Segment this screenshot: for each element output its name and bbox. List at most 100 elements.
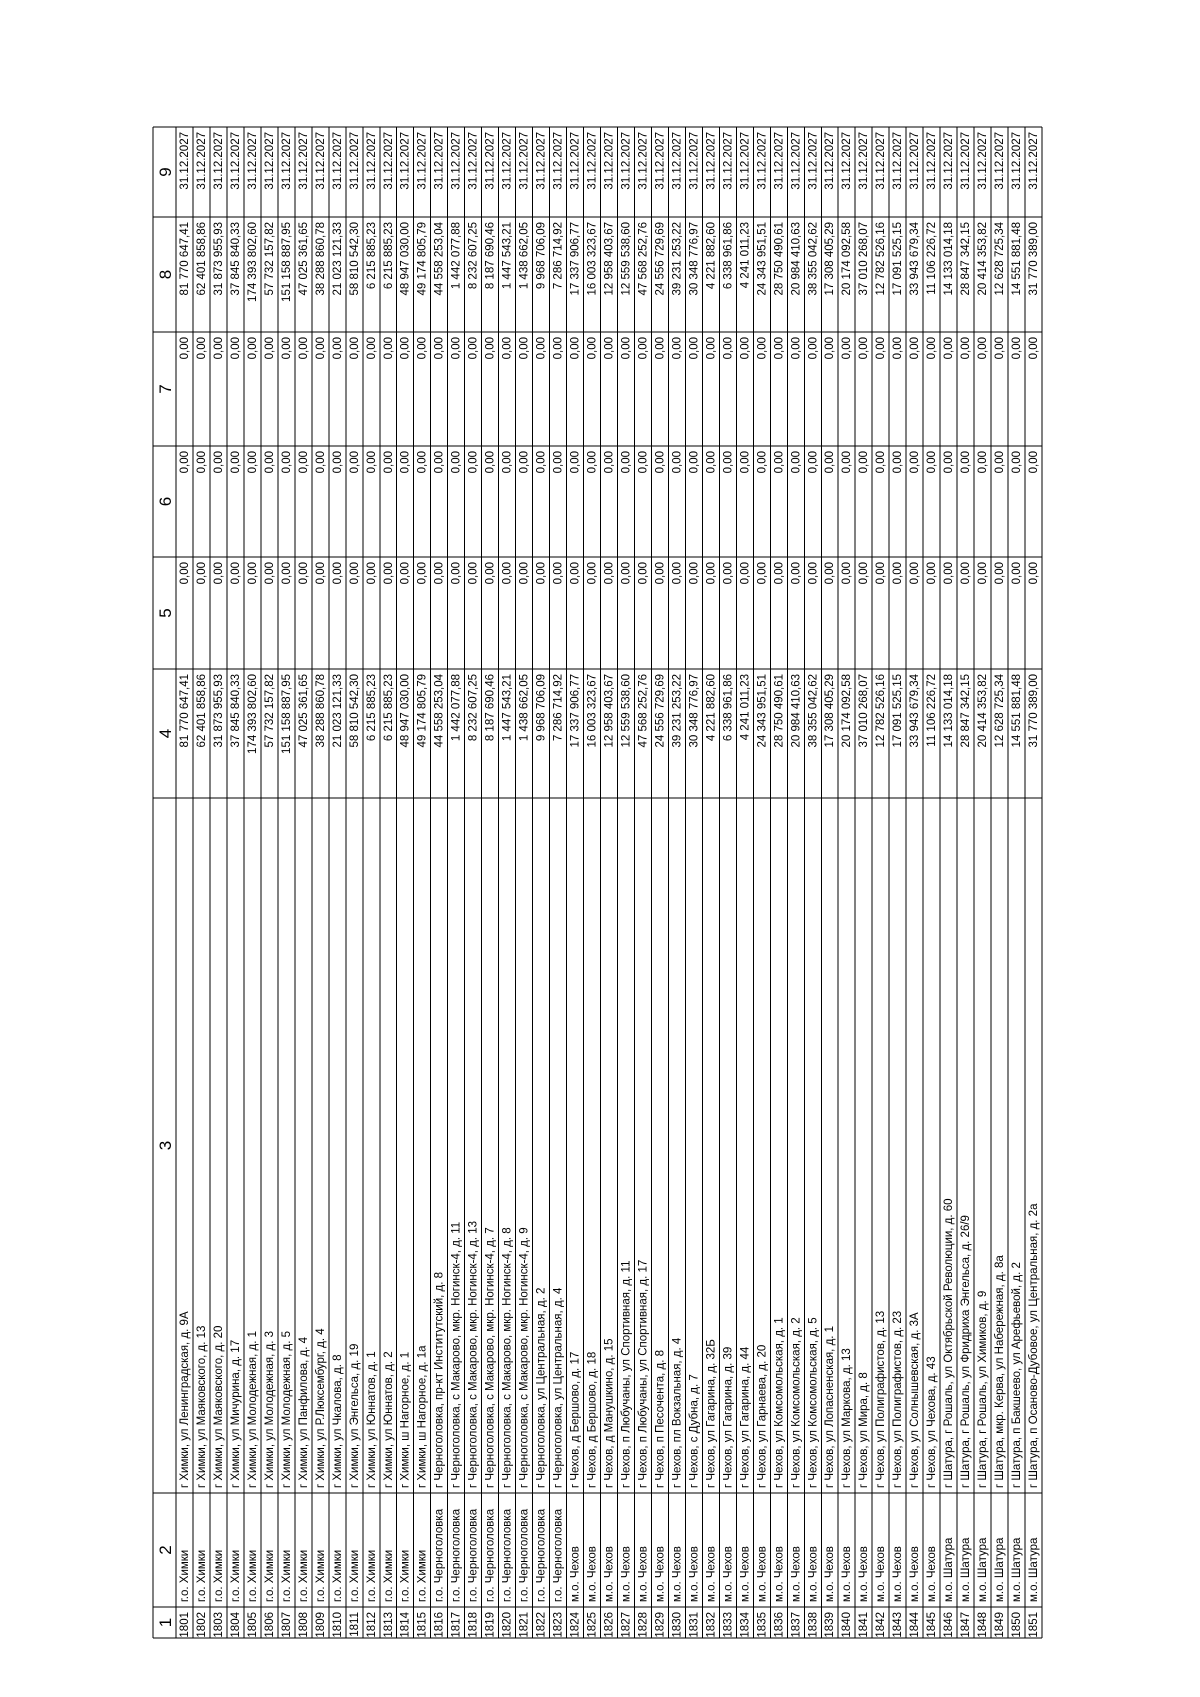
table-cell: г Химки, ул Маяковского, д. 13 (196, 1326, 208, 1488)
table-cell: г Черноголовка, с Макарово, мкр. Ногинск… (502, 1227, 514, 1488)
table-cell: 174 393 802,60 (247, 674, 259, 754)
table-cell: г.о. Химки (247, 1550, 259, 1602)
table-cell: 0,00 (400, 562, 412, 584)
table-cell: 11 106 226,72 (926, 222, 938, 295)
table-cell: 31.12.2027 (926, 132, 938, 190)
table-cell: 38 355 042,62 (807, 222, 819, 296)
table-cell: г Черноголовка, ул Центральная, д. 2 (536, 1288, 548, 1488)
table-cell: 0,00 (502, 562, 514, 584)
table-cell: 0,00 (519, 562, 531, 584)
table-cell: 0,00 (637, 451, 649, 473)
table-cell: 31.12.2027 (536, 132, 548, 190)
table-cell: 1 438 662,05 (519, 222, 531, 289)
table-cell: 31.12.2027 (179, 132, 191, 190)
table-cell: 31.12.2027 (756, 132, 768, 190)
table-cell: 31.12.2027 (892, 132, 904, 190)
column-header: 9 (156, 167, 175, 176)
table-cell: 0,00 (451, 451, 463, 473)
table-cell: 0,00 (1028, 337, 1040, 359)
table-cell: м.о. Чехов (892, 1546, 904, 1602)
table-cell: г Чехов, ул Гарнаева, д. 20 (756, 1345, 768, 1488)
table-cell: 31.12.2027 (790, 132, 802, 190)
table-cell: 31.12.2027 (400, 132, 412, 190)
table-cell: 0,00 (587, 562, 599, 584)
table-cell: 0,00 (179, 337, 191, 359)
table-cell: г Химки, ул Мичурина, д. 17 (230, 1340, 242, 1488)
table-cell: 0,00 (536, 337, 548, 359)
table-cell: г Чехов, д Манушкино, д. 15 (604, 1338, 616, 1488)
table-cell: 0,00 (909, 562, 921, 584)
table-cell: 0,00 (536, 562, 548, 584)
table-cell: 24 556 729,69 (654, 222, 666, 296)
table-cell: 31.12.2027 (688, 132, 700, 190)
table-cell: 0,00 (536, 451, 548, 473)
table-cell: г Чехов, ул Полиграфистов, д. 13 (875, 1311, 887, 1488)
table-cell: 31.12.2027 (1028, 132, 1040, 190)
table-cell: 0,00 (281, 451, 293, 473)
table-cell: 1 438 662,05 (519, 674, 531, 741)
table-cell: 1829 (654, 1612, 666, 1638)
table-cell: 0,00 (654, 451, 666, 473)
table-cell: 0,00 (994, 451, 1006, 473)
table-cell: 0,00 (332, 337, 344, 359)
table-cell: г Чехов, ул Комсомольская, д. 2 (790, 1317, 802, 1488)
table-cell: 0,00 (196, 337, 208, 359)
table-cell: м.о. Чехов (790, 1546, 802, 1602)
table-cell: г.о. Химки (349, 1550, 361, 1602)
table-cell: 7 286 714,92 (553, 674, 565, 741)
table-cell: 6 215 885,23 (383, 222, 395, 289)
table-cell: 1815 (417, 1612, 429, 1638)
table-cell: 1 447 543,21 (502, 674, 514, 741)
table-cell: 0,00 (264, 337, 276, 359)
table-cell: 0,00 (756, 451, 768, 473)
table-cell: 0,00 (688, 562, 700, 584)
table-cell: г.о. Черноголовка (519, 1508, 531, 1602)
table-cell: 24 556 729,69 (654, 674, 666, 748)
table-cell: м.о. Чехов (654, 1546, 666, 1602)
table-cell: 1836 (773, 1612, 785, 1638)
table-cell: 0,00 (722, 562, 734, 584)
table-cell: 0,00 (1011, 451, 1023, 473)
table-cell: 48 947 030,00 (400, 674, 412, 748)
table-cell: 31.12.2027 (468, 132, 480, 190)
table-cell: 31.12.2027 (213, 132, 225, 190)
table-cell: 0,00 (366, 451, 378, 473)
table-cell: м.о. Шатура (1011, 1537, 1023, 1602)
table-cell: 1841 (858, 1612, 870, 1638)
table-cell: 0,00 (773, 562, 785, 584)
table-cell: 20 174 092,58 (841, 222, 853, 296)
table-cell: 0,00 (943, 562, 955, 584)
table-cell: 0,00 (400, 337, 412, 359)
table-cell: 0,00 (468, 451, 480, 473)
table-cell: 24 343 951,51 (756, 222, 768, 296)
table-cell: 0,00 (400, 451, 412, 473)
table-cell: 0,00 (264, 562, 276, 584)
table-cell: 31.12.2027 (841, 132, 853, 190)
table-cell: 31.12.2027 (281, 132, 293, 190)
table-cell: г Химки, ул Молодежная, д. 1 (247, 1331, 259, 1488)
table-cell: 31.12.2027 (264, 132, 276, 190)
column-header: 2 (156, 1545, 175, 1554)
table-cell: г Химки, ул Юннатов, д. 2 (383, 1351, 395, 1488)
table-cell: 1 442 077,88 (451, 222, 463, 289)
table-cell: 0,00 (587, 337, 599, 359)
table-cell: 8 187 690,46 (485, 674, 497, 741)
table-cell: 1811 (349, 1612, 361, 1637)
table-cell: г.о. Химки (383, 1550, 395, 1602)
table-cell: 0,00 (773, 337, 785, 359)
table-cell: 0,00 (671, 451, 683, 473)
table-cell: 0,00 (926, 337, 938, 359)
column-header: 3 (156, 1141, 175, 1150)
table-cell: г Химки, ул Энгельса, д. 19 (349, 1344, 361, 1488)
table-cell: 1835 (756, 1612, 768, 1638)
table-cell: 44 558 253,04 (434, 673, 446, 747)
table-cell: г.о. Химки (366, 1550, 378, 1602)
table-cell: 1820 (502, 1612, 514, 1638)
table-cell: м.о. Чехов (637, 1546, 649, 1602)
table-cell: 0,00 (620, 337, 632, 359)
table-cell: м.о. Чехов (620, 1546, 632, 1602)
table-cell: 0,00 (1028, 451, 1040, 473)
table-cell: м.о. Чехов (587, 1546, 599, 1602)
table-cell: 31.12.2027 (807, 132, 819, 190)
table-cell: м.о. Чехов (756, 1546, 768, 1602)
